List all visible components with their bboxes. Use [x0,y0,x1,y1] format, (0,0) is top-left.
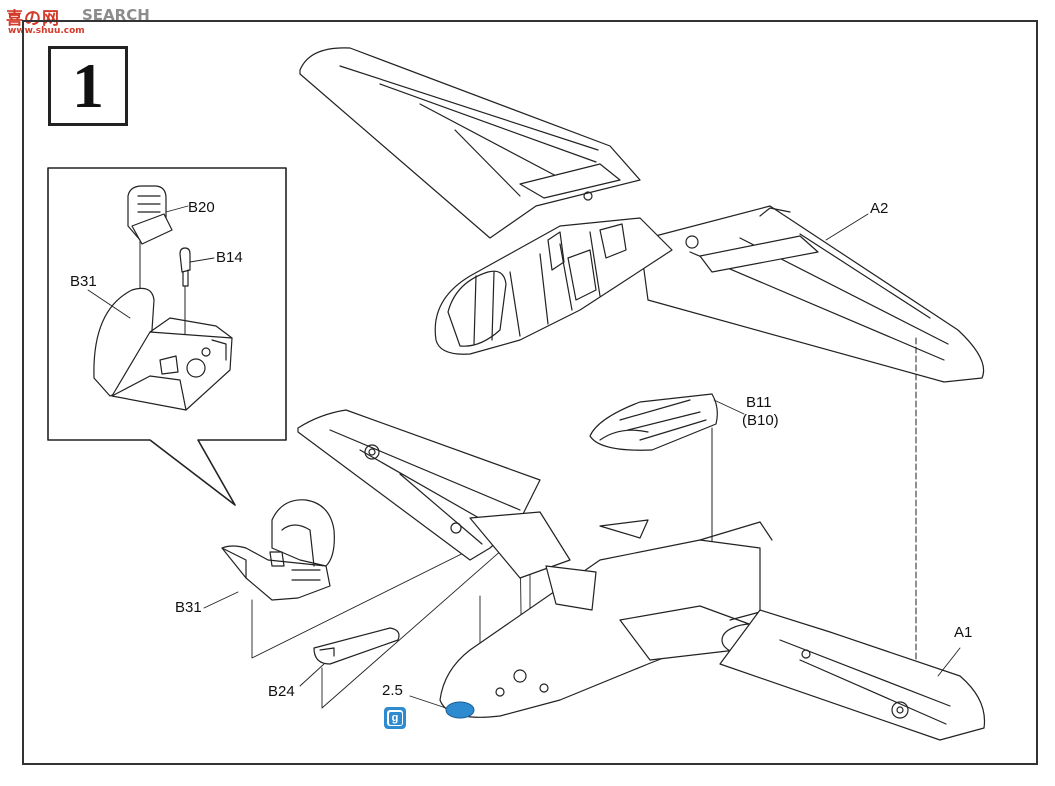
label-b11: B11 [746,394,772,411]
part-b31-inset-tub [93,287,233,411]
step-number-box: 1 [48,46,128,126]
paint-color-code: g [388,711,402,725]
watermark-brand: 喜の网 [6,9,60,29]
part-b20-seat [127,185,173,245]
part-b14-stick [179,247,191,287]
label-a1: A1 [954,624,973,641]
part-a2-upper-wing [299,47,985,383]
label-b31-inset: B31 [70,273,97,290]
label-b20: B20 [188,199,215,216]
part-a1-lower-airframe [297,409,986,741]
label-b14: B14 [216,249,243,266]
label-a2: A2 [870,200,889,217]
watermark-search: SEARCH [82,6,150,24]
step-number: 1 [72,50,104,121]
watermark-url: www.shuu.com [8,26,85,36]
label-paint-amount: 2.5 [382,682,403,699]
paint-spot [445,701,475,719]
label-b10: (B10) [742,412,779,429]
part-b24 [313,627,400,665]
watermark: 喜の网 SEARCH www.shuu.com [6,4,166,40]
part-b31-tub [221,499,335,601]
paint-color-frame: g [387,710,403,726]
paint-color-icon: g [384,707,406,729]
label-b24: B24 [268,683,295,700]
instruction-frame [22,20,1038,765]
part-b11-nacelle [589,393,718,451]
label-b31: B31 [175,599,202,616]
